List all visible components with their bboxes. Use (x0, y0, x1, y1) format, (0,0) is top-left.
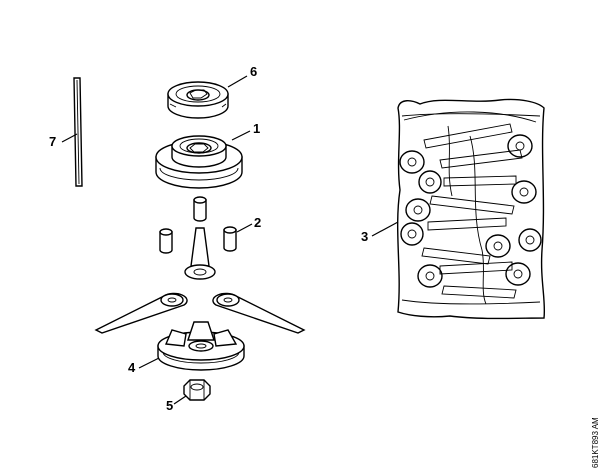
callout-7: 7 (49, 134, 56, 149)
part-1-housing (155, 130, 251, 189)
callout-4: 4 (128, 360, 136, 375)
part-7-pin (61, 77, 83, 187)
part-2-pins-set (159, 196, 253, 280)
part-3-blade-bag (371, 98, 546, 320)
part-5-nut (173, 379, 211, 405)
callout-1: 1 (253, 121, 260, 136)
callout-2: 2 (254, 215, 261, 230)
callout-3: 3 (361, 229, 368, 244)
blade-right (212, 292, 306, 334)
callout-6: 6 (250, 64, 257, 79)
blade-left (94, 292, 188, 334)
callout-5: 5 (166, 398, 173, 413)
part-4-base-plate (138, 321, 245, 371)
part-6-bearing-ring (167, 75, 248, 119)
drawing-code: 681KT893 AM (591, 417, 600, 468)
